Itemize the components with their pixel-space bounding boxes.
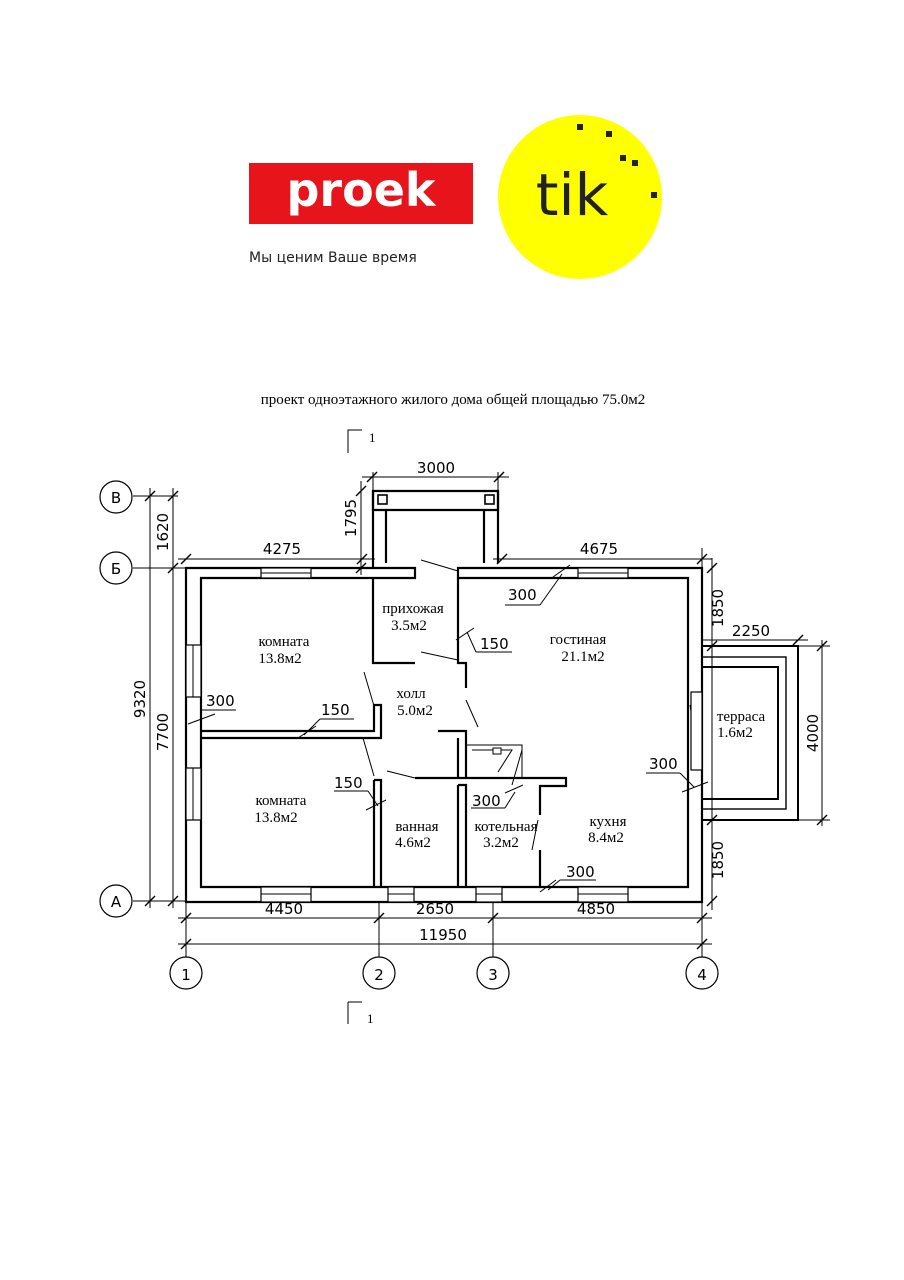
- room-name-terrace: терраса: [717, 709, 766, 725]
- room-name-kitchen: кухня: [589, 814, 626, 830]
- axis-marker-4: 4: [685, 956, 719, 990]
- dim-partition-150-room: 150: [321, 701, 350, 719]
- room-area-kitchen: 8.4м2: [588, 830, 624, 846]
- room-area-entry: 3.5м2: [391, 618, 427, 634]
- window-top-right: [577, 567, 629, 579]
- dim-bottom-2: 2650: [416, 900, 454, 918]
- axis-marker-v: В: [99, 480, 133, 514]
- logo-text-tik: tik: [536, 161, 609, 229]
- svg-text:2: 2: [374, 966, 384, 984]
- dim-porch-width: 3000: [417, 459, 455, 477]
- dim-wall-300-boiler: 300: [472, 792, 501, 810]
- svg-text:В: В: [111, 489, 121, 507]
- svg-text:3: 3: [488, 966, 498, 984]
- room-name-boiler: котельная: [475, 819, 538, 835]
- room-area-room-top: 13.8м2: [258, 651, 301, 667]
- window-left-top: [185, 644, 202, 698]
- logo-slogan: Мы ценим Ваше время: [249, 250, 417, 266]
- axis-marker-3: 3: [476, 956, 510, 990]
- window-top-left: [260, 567, 312, 579]
- dim-height-vb: 1620: [154, 513, 172, 551]
- logo-dots: [577, 124, 657, 198]
- room-area-living: 21.1м2: [561, 649, 604, 665]
- dim-wall-300-top: 300: [508, 586, 537, 604]
- dim-wall-300-right: 300: [649, 755, 678, 773]
- svg-text:А: А: [111, 893, 122, 911]
- dim-right-top: 4675: [580, 540, 618, 558]
- outer-walls: [184, 566, 704, 904]
- dim-porch-depth: 1795: [342, 499, 360, 537]
- axis-marker-b: Б: [99, 551, 133, 585]
- room-name-room-bottom: комната: [256, 793, 307, 809]
- svg-text:4: 4: [697, 966, 707, 984]
- svg-text:Б: Б: [111, 560, 121, 578]
- dim-terrace-width: 2250: [732, 622, 770, 640]
- logo: proek Мы ценим Ваше время tik: [249, 115, 662, 279]
- dim-bottom-1: 4450: [265, 900, 303, 918]
- room-name-living: гостиная: [550, 632, 607, 648]
- dim-terrace-height: 4000: [804, 714, 822, 752]
- dim-bottom-3: 4850: [577, 900, 615, 918]
- dim-wall-300-left: 300: [206, 692, 235, 710]
- svg-text:1: 1: [181, 966, 191, 984]
- axis-marker-1: 1: [169, 956, 203, 990]
- porch-post-right: [484, 494, 495, 505]
- axis-markers: В Б А 1 2 3 4: [99, 480, 719, 990]
- dim-left-top: 4275: [263, 540, 301, 558]
- section-mark-top: 1: [347, 429, 376, 453]
- porch: [371, 489, 500, 568]
- window-bottom-left: [260, 886, 312, 903]
- room-name-entry: прихожая: [382, 601, 444, 617]
- dim-wall-300-kitchen: 300: [566, 863, 595, 881]
- room-labels: прихожая 3.5м2 гостиная 21.1м2 комната 1…: [254, 601, 765, 851]
- room-area-hall: 5.0м2: [397, 703, 433, 719]
- dim-partition-150-bath: 150: [334, 774, 363, 792]
- dim-total-width: 11950: [419, 926, 467, 944]
- svg-text:1: 1: [369, 430, 376, 445]
- porch-post-left: [377, 494, 388, 505]
- logo-red-block: [249, 163, 473, 224]
- room-area-room-bottom: 13.8м2: [254, 810, 297, 826]
- dim-partition-150-entry: 150: [480, 635, 509, 653]
- logo-text-proek: proek: [286, 163, 436, 217]
- window-bottom-bath: [387, 886, 415, 903]
- axis-marker-2: 2: [362, 956, 396, 990]
- dim-total-height: 9320: [131, 680, 149, 718]
- section-mark-bottom: 1: [347, 1001, 374, 1026]
- window-bottom-right: [577, 886, 629, 903]
- dim-height-ab: 7700: [154, 713, 172, 751]
- dim-terrace-top: 1850: [709, 589, 727, 627]
- terrace: [690, 645, 799, 821]
- room-area-boiler: 3.2м2: [483, 835, 519, 851]
- windows: [185, 567, 629, 903]
- room-area-bathroom: 4.6м2: [395, 835, 431, 851]
- room-name-room-top: комната: [259, 634, 310, 650]
- room-area-terrace: 1.6м2: [717, 725, 753, 741]
- dimensions: 3000 1795 4275 4675 9320 1620 7700: [131, 459, 830, 958]
- window-bottom-boiler: [475, 886, 503, 903]
- room-name-bathroom: ванная: [395, 819, 438, 835]
- svg-text:1: 1: [367, 1011, 374, 1026]
- plan-title: проект одноэтажного жилого дома общей пл…: [261, 392, 646, 408]
- interior-walls: [201, 578, 568, 887]
- room-name-hall: холл: [396, 686, 426, 702]
- axis-marker-a: А: [99, 884, 133, 918]
- dim-terrace-bottom: 1850: [709, 841, 727, 879]
- window-left-bottom: [185, 767, 202, 821]
